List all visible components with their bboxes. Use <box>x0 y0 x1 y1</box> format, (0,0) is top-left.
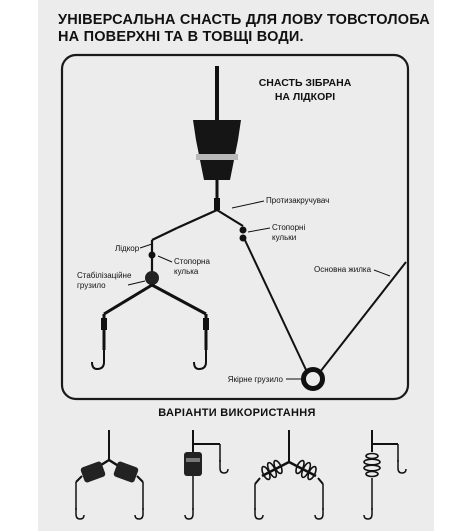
float-icon <box>193 66 241 198</box>
hook-icon <box>219 460 229 474</box>
stopper-bead-label-1: Стопорна <box>174 257 210 266</box>
stopper-bead-label-2: кулька <box>174 267 199 276</box>
label-leaders <box>127 200 391 380</box>
hook-icon <box>91 348 105 371</box>
usage-variant-1 <box>75 430 144 520</box>
swivel-label: Протизакручувач <box>266 196 329 205</box>
usage-section-title: ВАРІАНТИ ВИКОРИСТАННЯ <box>158 407 316 419</box>
usage-variant-2 <box>184 430 229 520</box>
hook-icon <box>314 508 324 520</box>
hook-icon <box>184 508 194 520</box>
assembled-title-line-2: НА ЛІДКОРІ <box>275 91 335 103</box>
hook-icon <box>193 348 207 371</box>
spring-feeder-icon <box>261 459 283 481</box>
hook-icon <box>363 508 373 520</box>
stopper-bead-icon <box>239 234 247 242</box>
page-title-line-2: НА ПОВЕРХНІ ТА В ТОВЩІ ВОДИ. <box>58 29 304 45</box>
poster-background <box>38 0 434 531</box>
anchor-weight-label: Якірне грузило <box>228 375 284 384</box>
spring-feeder-icon <box>363 452 381 478</box>
hook-bead-icon <box>101 318 107 330</box>
stopper-beads-label-1: Стопорні <box>272 223 305 232</box>
feeder-weight-icon <box>80 461 106 483</box>
stopper-bead-icon <box>239 226 247 234</box>
page-title: УНІВЕРСАЛЬНА СНАСТЬ ДЛЯ ЛОВУ ТОВСТОЛОБА … <box>58 12 430 46</box>
feeder-weight-icon <box>113 461 139 483</box>
hook-arms <box>102 283 208 350</box>
usage-variant-4 <box>363 430 407 520</box>
usage-variant-3 <box>254 430 324 520</box>
diagram-frame <box>60 53 410 401</box>
hook-icon <box>134 508 144 520</box>
hook-icon <box>397 460 407 474</box>
stabilizing-weight-label-1: Стабілізаційне <box>77 271 132 280</box>
hook-icon <box>254 508 264 520</box>
feeder-weight-icon <box>184 452 202 476</box>
swivel-icon <box>214 198 220 210</box>
stabilizing-weight-icon <box>145 271 159 285</box>
assembled-title-line-1: СНАСТЬ ЗІБРАНА <box>259 77 352 89</box>
hook-icon <box>75 508 85 520</box>
stopper-bead-icon <box>148 251 156 259</box>
spring-feeder-icon <box>295 459 317 481</box>
stopper-beads-label-2: кульки <box>272 233 296 242</box>
main-line <box>242 235 407 373</box>
hook-bead-icon <box>203 318 209 330</box>
page-title-line-1: УНІВЕРСАЛЬНА СНАСТЬ ДЛЯ ЛОВУ ТОВСТОЛОБА <box>58 12 430 28</box>
leadcore-label: Лідкор <box>115 244 140 253</box>
leadcore-line <box>150 208 244 272</box>
stabilizing-weight-label-2: грузило <box>77 281 106 290</box>
main-line-label: Основна жилка <box>314 265 372 274</box>
anchor-weight-icon <box>301 367 325 391</box>
